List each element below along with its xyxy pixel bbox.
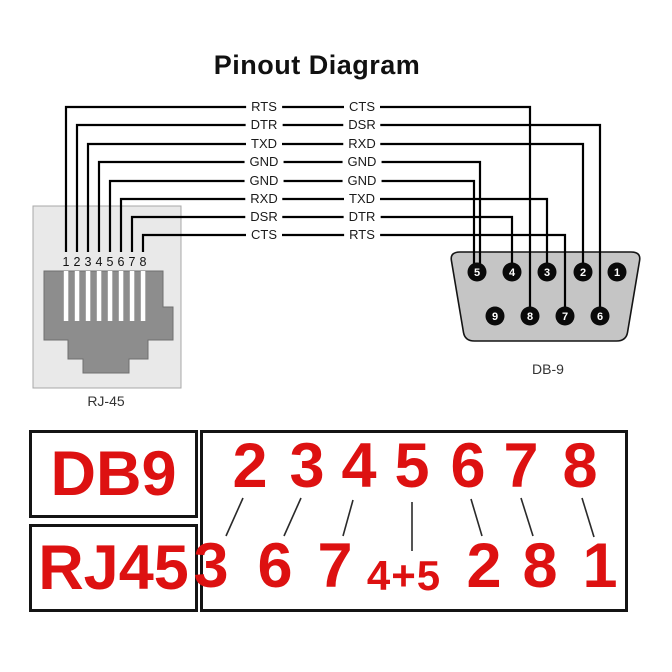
rj45-slot-4 bbox=[96, 271, 102, 321]
rj45-pin-number-7: 7 bbox=[129, 255, 136, 269]
db9-pin-number-4: 4 bbox=[509, 267, 516, 279]
map-db9-pin-5: 5 bbox=[394, 431, 430, 501]
map-rj45-pin-7: 7 bbox=[317, 531, 353, 601]
mapping-header-db9-cell: DB9 bbox=[29, 430, 198, 518]
wire-rj45-6-db9-3 bbox=[119, 197, 549, 272]
rj45-panel bbox=[32, 205, 182, 389]
db9-pin-5 bbox=[467, 262, 487, 282]
signal-label-right-gnd1: GND bbox=[342, 153, 382, 171]
mapping-header-rj45-label: RJ45 bbox=[38, 532, 189, 603]
rj45-connector-label: RJ-45 bbox=[87, 393, 125, 409]
rj45-pin-number-3: 3 bbox=[85, 255, 92, 269]
db9-pins bbox=[467, 262, 627, 326]
db9-pin-number-3: 3 bbox=[544, 267, 550, 279]
db9-pin-3 bbox=[537, 262, 557, 282]
rj45-slot-8 bbox=[140, 271, 146, 321]
map-db9-pin-6: 6 bbox=[450, 431, 486, 501]
page-title: Pinout Diagram bbox=[213, 50, 421, 80]
mapping-header-rj45-cell: RJ45 bbox=[29, 524, 198, 612]
db9-pin-7 bbox=[555, 306, 575, 326]
signal-label-left-gnd2: GND bbox=[244, 172, 284, 190]
db9-pin-number-9: 9 bbox=[492, 311, 498, 323]
map-db9-pin-2: 2 bbox=[232, 431, 268, 501]
signal-label-left-rts: RTS bbox=[246, 98, 282, 116]
rj45-pin-number-4: 4 bbox=[96, 255, 103, 269]
mapping-header-db9-label: DB9 bbox=[50, 438, 177, 509]
rj45-slot-2 bbox=[74, 271, 80, 321]
db9-pin-4 bbox=[502, 262, 522, 282]
signal-label-left-rxd: RXD bbox=[245, 190, 283, 208]
db9-body bbox=[450, 251, 641, 342]
rj45-slot-5 bbox=[107, 271, 113, 321]
wire-rj45-2-db9-6 bbox=[75, 123, 602, 316]
rj45-pin-slots bbox=[63, 271, 146, 321]
db9-pin-2 bbox=[573, 262, 593, 282]
wire-rj45-4-db9-5 bbox=[97, 160, 482, 272]
rj45-pin-number-1: 1 bbox=[63, 255, 70, 269]
map-db9-pin-8: 8 bbox=[562, 431, 598, 501]
map-db9-pin-4: 4 bbox=[341, 431, 377, 501]
signal-label-left-txd: TXD bbox=[246, 135, 282, 153]
wire-rj45-8-db9-7 bbox=[141, 233, 567, 316]
rj45-pin-numbers: 1 2 3 4 5 6 7 8 bbox=[63, 255, 147, 269]
signal-label-left-dtr: DTR bbox=[245, 116, 283, 134]
db9-connector-label: DB-9 bbox=[532, 361, 564, 377]
signal-label-right-txd: TXD bbox=[344, 190, 380, 208]
rj45-pin-number-2: 2 bbox=[74, 255, 81, 269]
wire-rj45-3-db9-2 bbox=[86, 142, 585, 272]
map-rj45-pin-3: 3 bbox=[193, 531, 229, 601]
map-rj45-pin-4plus5: 4+5 bbox=[366, 552, 442, 599]
rj45-pin-number-8: 8 bbox=[140, 255, 147, 269]
signal-label-left-gnd1: GND bbox=[244, 153, 284, 171]
mapping-values-cell bbox=[200, 430, 628, 612]
db9-pin-8 bbox=[520, 306, 540, 326]
db9-pin-number-8: 8 bbox=[527, 311, 533, 323]
map-rj45-pin-2: 2 bbox=[466, 531, 502, 601]
rj45-slot-7 bbox=[129, 271, 135, 321]
wire-rj45-5-db9-5 bbox=[108, 179, 476, 272]
rj45-slot-6 bbox=[118, 271, 124, 321]
rj45-pin-number-5: 5 bbox=[107, 255, 114, 269]
db9-pin-numbers: 5 4 3 2 1 9 8 7 6 bbox=[474, 267, 620, 323]
db9-pin-number-2: 2 bbox=[580, 267, 586, 279]
db9-pin-6 bbox=[590, 306, 610, 326]
rj45-slot-1 bbox=[63, 271, 69, 321]
rj45-slot-3 bbox=[85, 271, 91, 321]
signal-label-left-cts: CTS bbox=[246, 226, 282, 244]
db9-pin-number-7: 7 bbox=[562, 311, 568, 323]
map-rj45-pin-1: 1 bbox=[582, 531, 618, 601]
map-db9-pin-3: 3 bbox=[289, 431, 325, 501]
signal-label-right-cts: CTS bbox=[344, 98, 380, 116]
signal-label-right-gnd2: GND bbox=[342, 172, 382, 190]
map-rj45-pin-8: 8 bbox=[522, 531, 558, 601]
rj45-jack-body bbox=[43, 270, 174, 374]
signal-label-right-rxd: RXD bbox=[343, 135, 381, 153]
db9-pin-number-6: 6 bbox=[597, 311, 603, 323]
wire-rj45-1-db9-8 bbox=[64, 105, 532, 316]
map-rj45-pin-6: 6 bbox=[257, 531, 293, 601]
wire-rj45-7-db9-4 bbox=[130, 215, 514, 272]
signal-label-left-dsr: DSR bbox=[245, 208, 283, 226]
signal-label-right-dsr: DSR bbox=[343, 116, 381, 134]
db9-pin-9 bbox=[485, 306, 505, 326]
wires bbox=[64, 105, 602, 316]
db9-pin-number-1: 1 bbox=[614, 267, 620, 279]
db9-pin-1 bbox=[607, 262, 627, 282]
signal-label-right-rts: RTS bbox=[344, 226, 380, 244]
map-db9-pin-7: 7 bbox=[503, 431, 539, 501]
db9-pin-number-5: 5 bbox=[474, 267, 480, 279]
rj45-pin-number-6: 6 bbox=[118, 255, 125, 269]
signal-label-right-dtr: DTR bbox=[343, 208, 381, 226]
